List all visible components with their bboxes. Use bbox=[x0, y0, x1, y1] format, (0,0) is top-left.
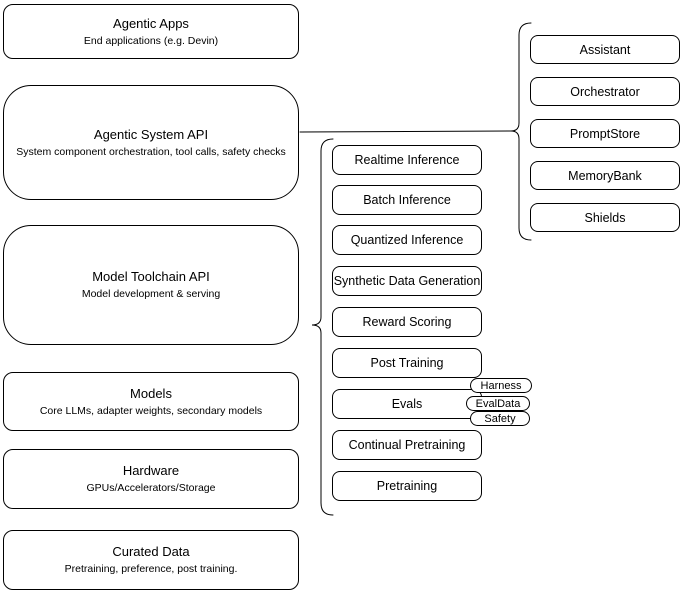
system-brace bbox=[510, 22, 532, 241]
node-pretraining: Pretraining bbox=[332, 471, 482, 501]
node-shields: Shields bbox=[530, 203, 680, 232]
model-toolchain-api-subtitle: Model development & serving bbox=[81, 288, 221, 300]
node-model-toolchain-api: Model Toolchain API Model development & … bbox=[3, 225, 299, 345]
agentic-apps-subtitle: End applications (e.g. Devin) bbox=[83, 34, 219, 47]
node-promptstore: PromptStore bbox=[530, 119, 680, 148]
node-evals: Evals bbox=[332, 389, 482, 419]
node-agentic-system-api: Agentic System API System component orch… bbox=[3, 85, 299, 200]
models-title: Models bbox=[130, 385, 172, 401]
node-orchestrator: Orchestrator bbox=[530, 77, 680, 106]
agentic-system-api-subtitle: System component orchestration, tool cal… bbox=[16, 145, 286, 158]
node-assistant: Assistant bbox=[530, 35, 680, 64]
hardware-title: Hardware bbox=[122, 463, 180, 478]
agentic-apps-title: Agentic Apps bbox=[113, 15, 189, 31]
node-post-training: Post Training bbox=[332, 348, 482, 378]
pill-evaldata: EvalData bbox=[466, 396, 530, 411]
node-models: Models Core LLMs, adapter weights, secon… bbox=[3, 372, 299, 431]
node-hardware: Hardware GPUs/Accelerators/Storage bbox=[3, 449, 299, 509]
node-realtime-inference: Realtime Inference bbox=[332, 145, 482, 175]
toolchain-brace bbox=[311, 138, 334, 516]
model-toolchain-api-title: Model Toolchain API bbox=[92, 269, 210, 284]
pill-safety: Safety bbox=[470, 411, 530, 426]
agentic-system-api-title: Agentic System API bbox=[93, 126, 209, 142]
hardware-subtitle: GPUs/Accelerators/Storage bbox=[86, 482, 216, 494]
node-agentic-apps: Agentic Apps End applications (e.g. Devi… bbox=[3, 4, 299, 59]
node-batch-inference: Batch Inference bbox=[332, 185, 482, 215]
curated-data-subtitle: Pretraining, preference, post training. bbox=[64, 563, 238, 575]
node-curated-data: Curated Data Pretraining, preference, po… bbox=[3, 530, 299, 590]
system-api-connector-line bbox=[299, 130, 512, 133]
node-reward-scoring: Reward Scoring bbox=[332, 307, 482, 337]
pill-harness: Harness bbox=[470, 378, 532, 393]
node-memorybank: MemoryBank bbox=[530, 161, 680, 190]
node-continual-pretraining: Continual Pretraining bbox=[332, 430, 482, 460]
models-subtitle: Core LLMs, adapter weights, secondary mo… bbox=[39, 404, 263, 417]
node-synthetic-data-generation: Synthetic Data Generation bbox=[332, 266, 482, 296]
node-quantized-inference: Quantized Inference bbox=[332, 225, 482, 255]
curated-data-title: Curated Data bbox=[112, 544, 190, 559]
